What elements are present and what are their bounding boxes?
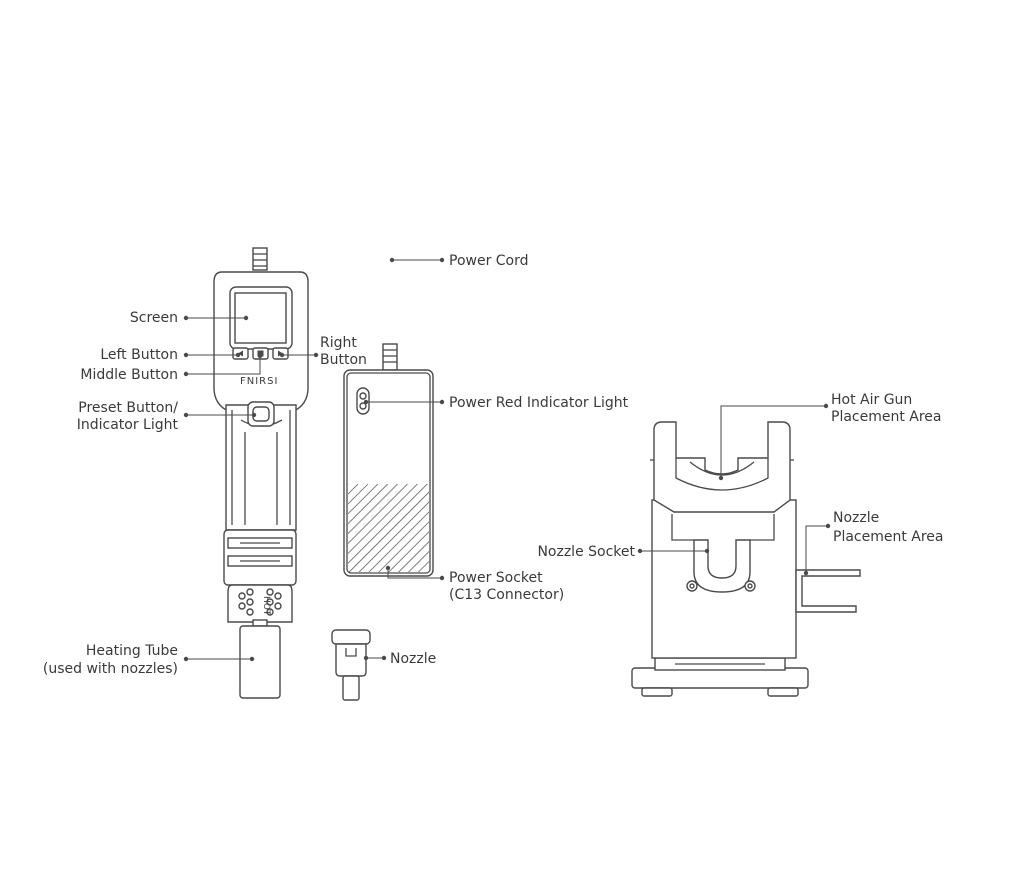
hot-marking: HOT xyxy=(261,596,271,616)
label-right-button-line1: Right xyxy=(320,335,357,351)
nozzle xyxy=(331,629,371,701)
label-screen: Screen xyxy=(130,310,178,326)
label-heating-line2: (used with nozzles) xyxy=(43,661,178,677)
label-hot-air-line2: Placement Area xyxy=(831,409,942,425)
label-nozzle-place-line1: Nozzle xyxy=(833,510,879,526)
square-icon xyxy=(257,350,264,357)
adapter-vent-hatching xyxy=(348,484,429,572)
label-middle-button: Middle Button xyxy=(80,367,178,383)
cord-strain-relief-adapter xyxy=(382,343,398,371)
label-preset-line2: Indicator Light xyxy=(77,417,179,433)
nozzle-placement-bracket xyxy=(795,569,861,613)
label-nozzle-socket: Nozzle Socket xyxy=(537,544,635,560)
left-arrow-icon xyxy=(238,350,243,357)
stand xyxy=(631,421,861,697)
label-nozzle-place-line2: Placement Area xyxy=(833,529,944,545)
labels: Power Cord Screen Left Button Middle But… xyxy=(43,253,944,677)
cord-strain-relief-gun xyxy=(252,247,268,271)
hot-air-gun: FNIRSI HOT xyxy=(213,271,309,699)
vent-section xyxy=(227,584,293,623)
label-right-button-line2: Button xyxy=(320,352,367,368)
stand-base xyxy=(631,667,809,689)
vent-holes xyxy=(238,588,282,616)
label-left-button: Left Button xyxy=(100,347,178,363)
hot-air-gun-cradle xyxy=(653,421,791,513)
label-power-cord: Power Cord xyxy=(449,253,529,269)
label-heating-line1: Heating Tube xyxy=(86,643,178,659)
brand-logo: FNIRSI xyxy=(240,376,278,387)
label-power-socket-line2: (C13 Connector) xyxy=(449,587,564,603)
leader-lines xyxy=(183,257,831,662)
power-adapter xyxy=(343,369,434,577)
label-power-red: Power Red Indicator Light xyxy=(449,395,629,411)
label-nozzle: Nozzle xyxy=(390,651,436,667)
label-hot-air-line1: Hot Air Gun xyxy=(831,392,912,408)
label-power-socket-line1: Power Socket xyxy=(449,570,543,586)
label-preset-line1: Preset Button/ xyxy=(78,400,178,416)
heating-tube xyxy=(239,625,281,699)
power-cord xyxy=(252,127,398,371)
nozzle-socket xyxy=(693,539,751,593)
